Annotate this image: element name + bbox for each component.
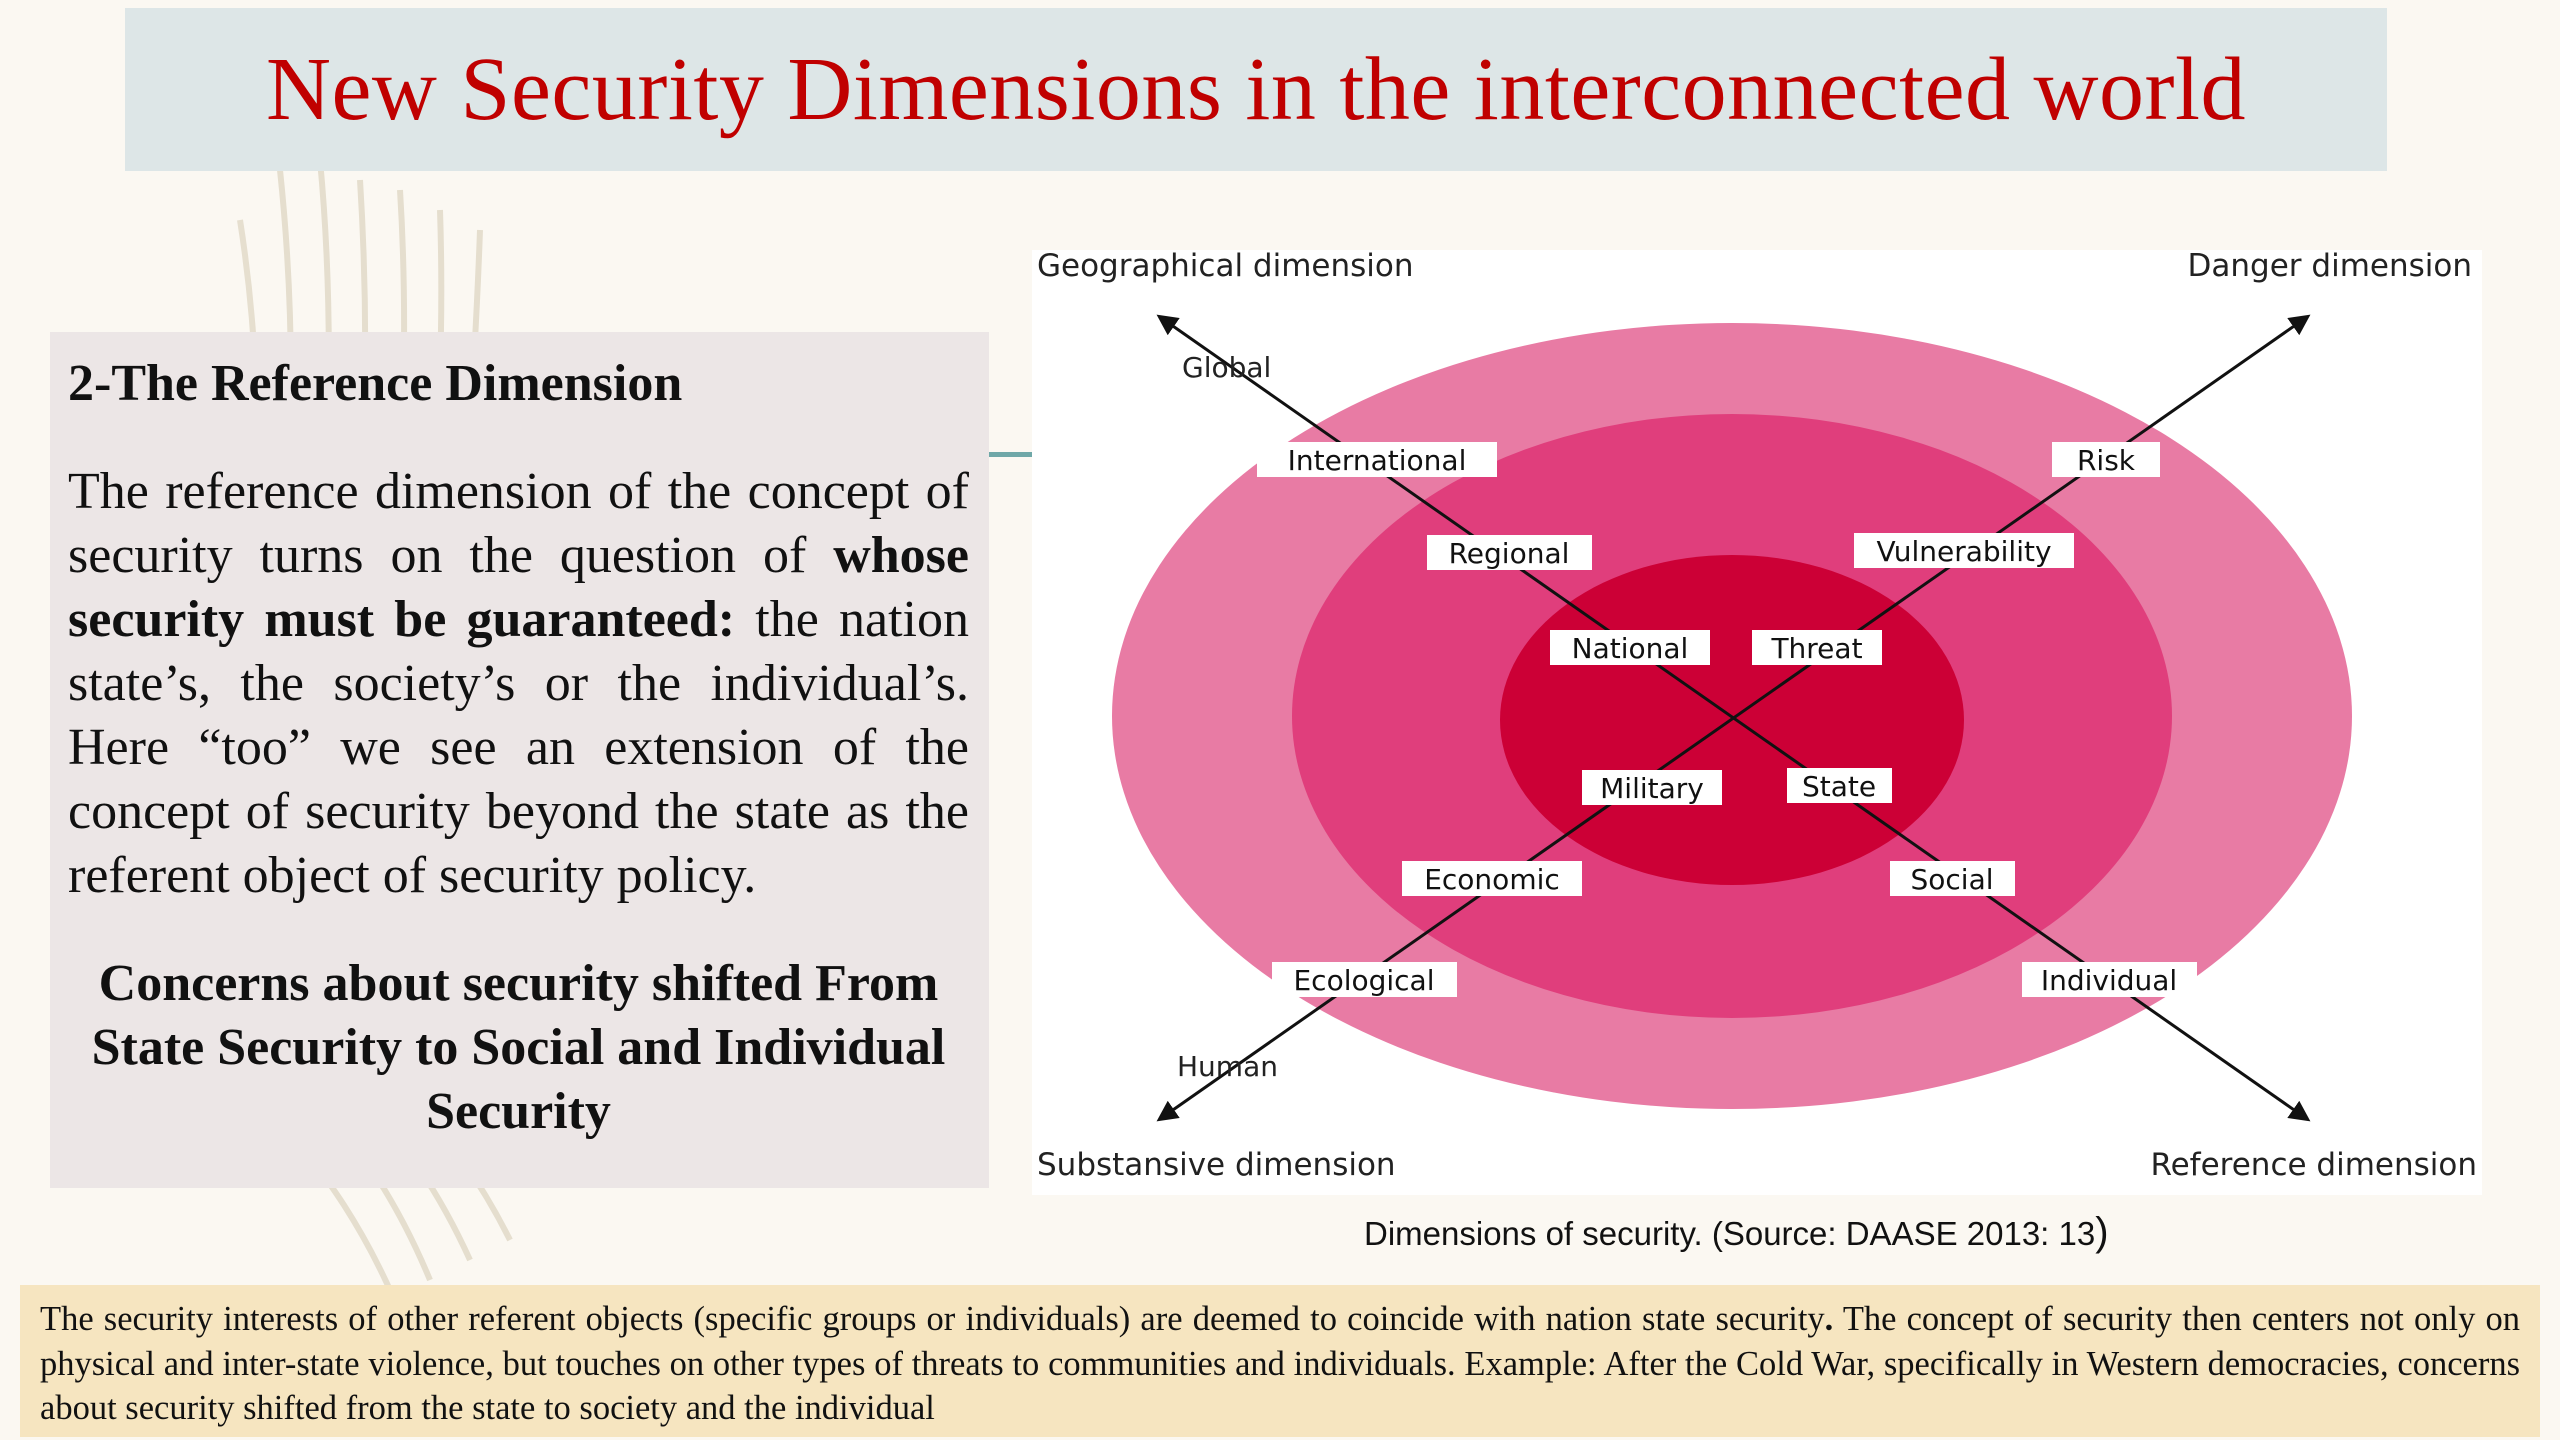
- tag-international: International: [1257, 442, 1497, 477]
- tag-regional: Regional: [1427, 535, 1592, 570]
- tag-ecological: Ecological: [1272, 962, 1457, 997]
- svg-text:Risk: Risk: [2077, 444, 2136, 477]
- tag-social: Social: [1890, 861, 2015, 896]
- security-dimensions-diagram: Geographical dimension Danger dimension …: [1032, 250, 2482, 1195]
- svg-text:State: State: [1802, 770, 1876, 803]
- svg-text:Vulnerability: Vulnerability: [1876, 535, 2051, 568]
- svg-text:Ecological: Ecological: [1293, 964, 1434, 997]
- corner-label-geographical: Geographical dimension: [1037, 250, 1414, 284]
- page-title: New Security Dimensions in the interconn…: [265, 40, 2246, 139]
- tag-national: National: [1550, 630, 1710, 665]
- body-text-part1: The reference dimension of the concept o…: [68, 463, 969, 584]
- svg-text:Regional: Regional: [1449, 537, 1570, 570]
- svg-text:Threat: Threat: [1770, 632, 1862, 665]
- footer-note: The security interests of other referent…: [20, 1285, 2540, 1437]
- reference-dimension-text-box: 2-The Reference Dimension The reference …: [50, 332, 989, 1188]
- footer-period: .: [1824, 1300, 1834, 1338]
- label-human: Human: [1177, 1050, 1278, 1083]
- footer-text-part1: The security interests of other referent…: [40, 1300, 1825, 1338]
- label-global: Global: [1182, 351, 1271, 384]
- corner-label-reference: Reference dimension: [2150, 1147, 2477, 1183]
- body-text-emphasis: whose security must be guaranteed:: [68, 527, 969, 648]
- tag-threat: Threat: [1752, 630, 1882, 665]
- svg-text:Social: Social: [1910, 863, 1993, 896]
- svg-text:Individual: Individual: [2041, 964, 2177, 997]
- svg-text:National: National: [1572, 632, 1689, 665]
- diagram-caption: Dimensions of security. (Source: DAASE 2…: [1364, 1210, 2109, 1255]
- caption-closing-paren: ): [2095, 1210, 2109, 1254]
- tag-economic: Economic: [1402, 861, 1582, 896]
- corner-label-substantive: Substansive dimension: [1037, 1147, 1396, 1183]
- tag-risk: Risk: [2052, 442, 2160, 477]
- tag-military: Military: [1582, 770, 1722, 805]
- body-text-part2: the nation state’s, the society’s or the…: [68, 591, 969, 904]
- svg-text:Military: Military: [1600, 772, 1704, 805]
- connector-line: [989, 452, 1037, 457]
- footer-text-part2: The concept of security then centers not…: [40, 1300, 2520, 1427]
- tag-state: State: [1787, 768, 1892, 803]
- svg-text:Economic: Economic: [1424, 863, 1560, 896]
- svg-text:International: International: [1288, 444, 1467, 477]
- tag-vulnerability: Vulnerability: [1854, 533, 2074, 568]
- tag-individual: Individual: [2022, 962, 2197, 997]
- caption-text: Dimensions of security. (Source: DAASE 2…: [1364, 1215, 2096, 1252]
- section-body: The reference dimension of the concept o…: [68, 460, 969, 908]
- title-bar: New Security Dimensions in the interconn…: [125, 8, 2387, 171]
- section-conclusion: Concerns about security shifted From Sta…: [91, 955, 946, 1140]
- section-heading: 2-The Reference Dimension: [68, 355, 683, 412]
- corner-label-danger: Danger dimension: [2188, 250, 2472, 284]
